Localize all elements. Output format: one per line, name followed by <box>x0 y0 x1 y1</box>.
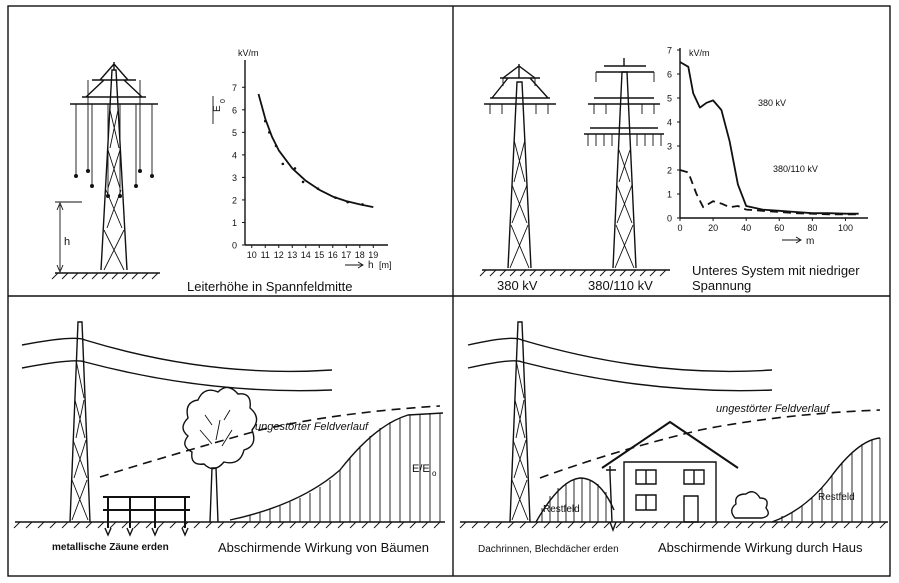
tower1-label: 380 kV <box>497 278 538 293</box>
chart1-y-tick-label: 0 <box>232 241 237 251</box>
chart1-x-tick-label: 12 <box>274 250 284 260</box>
ratio-subscript: o <box>432 469 437 478</box>
shielded-field-area <box>229 412 444 522</box>
chart1-x-unit: [m] <box>379 260 392 270</box>
chart2-x-tick-label: 100 <box>838 223 853 233</box>
tree <box>182 386 258 523</box>
fence-caption: metallische Zäune erden <box>52 542 169 553</box>
restfeld-right-label: Restfeld <box>818 492 855 503</box>
chart2-x-label: m <box>806 236 814 247</box>
chart1-x-tick-label: 18 <box>355 250 365 260</box>
chart2-y-tick-label: 3 <box>667 142 672 152</box>
restfeld-right-area <box>771 437 881 523</box>
chart1-data-point <box>274 144 278 148</box>
chart1-series-line <box>257 93 374 208</box>
bush <box>731 491 769 519</box>
house <box>601 420 739 532</box>
chart2-y-unit: kV/m <box>689 48 710 58</box>
panel3-caption: Abschirmende Wirkung von Bäumen <box>218 540 429 555</box>
restfeld-left-label: Restfeld <box>543 504 580 515</box>
panel4-caption: Abschirmende Wirkung durch Haus <box>658 540 863 555</box>
chart2-x-tick-label: 0 <box>677 223 682 233</box>
restfeld-left-area <box>535 477 615 523</box>
chart1-x-tick-label: 10 <box>247 250 257 260</box>
chart-field-vs-distance: kV/m m 0 1 2 3 4 5 6 7 0 20 40 60 80 100 380 kV 380/110… <box>667 46 868 247</box>
chart1-y-tick-label: 7 <box>232 83 237 93</box>
undisturbed-field-curve <box>99 405 441 478</box>
chart2-x-tick-label: 40 <box>741 223 751 233</box>
chart1-x-tick-label: 16 <box>328 250 338 260</box>
chart2-y-tick-label: 0 <box>667 214 672 224</box>
undisturbed-field-curve-right <box>539 409 881 479</box>
chart2-y-tick-label: 1 <box>667 190 672 200</box>
chart1-data-point <box>334 196 337 199</box>
chart2-x-tick-label: 20 <box>708 223 718 233</box>
chart1-y-tick-label: 2 <box>232 195 237 205</box>
pylon-right <box>509 321 531 523</box>
chart2-y-tick-label: 6 <box>667 70 672 80</box>
chart1-data-point <box>268 131 271 134</box>
chart2-y-tick-label: 4 <box>667 118 672 128</box>
chart1-x-tick-label: 15 <box>314 250 324 260</box>
ratio-label: E/E <box>412 463 430 475</box>
height-label: h <box>64 236 70 248</box>
power-line-lower-right <box>467 360 773 392</box>
chart2-series-line <box>679 61 859 215</box>
panel1-caption: Leiterhöhe in Spannfeldmitte <box>187 279 353 294</box>
chart2-series-label: 380 kV <box>758 98 786 108</box>
panel3-field-label: ungestörter Feldverlauf <box>255 421 369 433</box>
chart1-y-unit: kV/m <box>238 48 259 58</box>
chart1-y-symbol: E <box>212 105 223 112</box>
chart1-y-subscript: 0 <box>220 99 227 103</box>
chart1-y-tick-label: 6 <box>232 105 237 115</box>
outer-frame <box>7 5 891 577</box>
panel-house-shielding: ungestörter Feldverlauf Restfeld Restfel… <box>459 321 888 555</box>
panel-tree-shielding: ungestörter Feldverlauf E/E o metallisch… <box>13 321 445 555</box>
chart2-y-tick-label: 7 <box>667 46 672 56</box>
tower-with-conductors <box>51 62 160 280</box>
panel2-caption-line1: Unteres System mit niedriger <box>692 263 860 278</box>
chart1-data-point <box>316 187 320 190</box>
panel4-field-label: ungestörter Feldverlauf <box>716 403 830 415</box>
power-line-upper-right <box>467 337 773 373</box>
gutter-caption: Dachrinnen, Blechdächer erden <box>478 544 619 555</box>
tower-380-110kv <box>584 58 664 269</box>
chart2-series-line <box>679 169 859 216</box>
chart1-y-tick-label: 5 <box>232 128 237 138</box>
chart1-data-point <box>301 180 305 184</box>
chart1-y-tick-label: 3 <box>232 173 237 183</box>
power-line-lower <box>21 360 333 392</box>
chart1-x-tick-label: 14 <box>301 250 311 260</box>
panel2-caption-line2: Spannung <box>692 278 751 293</box>
chart2-x-tick-label: 60 <box>774 223 784 233</box>
power-line-upper <box>21 337 333 373</box>
chart1-y-tick-label: 1 <box>232 218 237 228</box>
fence <box>103 496 190 537</box>
panel-conductor-height: h Leiterhöhe in Spannfeldmitte kV/m E 0 … <box>13 46 888 555</box>
chart2-y-tick-label: 5 <box>667 94 672 104</box>
panel-tower-comparison: 380 kV 380/110 kV Unteres System mit nie… <box>479 46 868 293</box>
chart1-data-point <box>293 167 297 170</box>
chart1-x-tick-label: 19 <box>368 250 378 260</box>
chart2-x-tick-label: 80 <box>807 223 817 233</box>
chart1-y-tick-label: 4 <box>232 150 237 160</box>
chart2-series-label: 380/110 kV <box>773 164 818 174</box>
chart2-y-tick-label: 2 <box>667 166 672 176</box>
pylon-left <box>69 321 91 523</box>
tower2-label: 380/110 kV <box>588 278 653 293</box>
chart1-x-label: h <box>368 260 374 271</box>
chart1-x-tick-label: 13 <box>287 250 297 260</box>
chart1-data-point <box>281 162 285 166</box>
chart1-data-point <box>346 200 349 204</box>
chart1-x-tick-label: 11 <box>261 250 270 260</box>
tower-380kv <box>484 64 556 269</box>
chart1-data-point <box>361 203 364 206</box>
chart1-x-tick-label: 17 <box>341 250 351 260</box>
chart1-data-point <box>263 119 267 123</box>
